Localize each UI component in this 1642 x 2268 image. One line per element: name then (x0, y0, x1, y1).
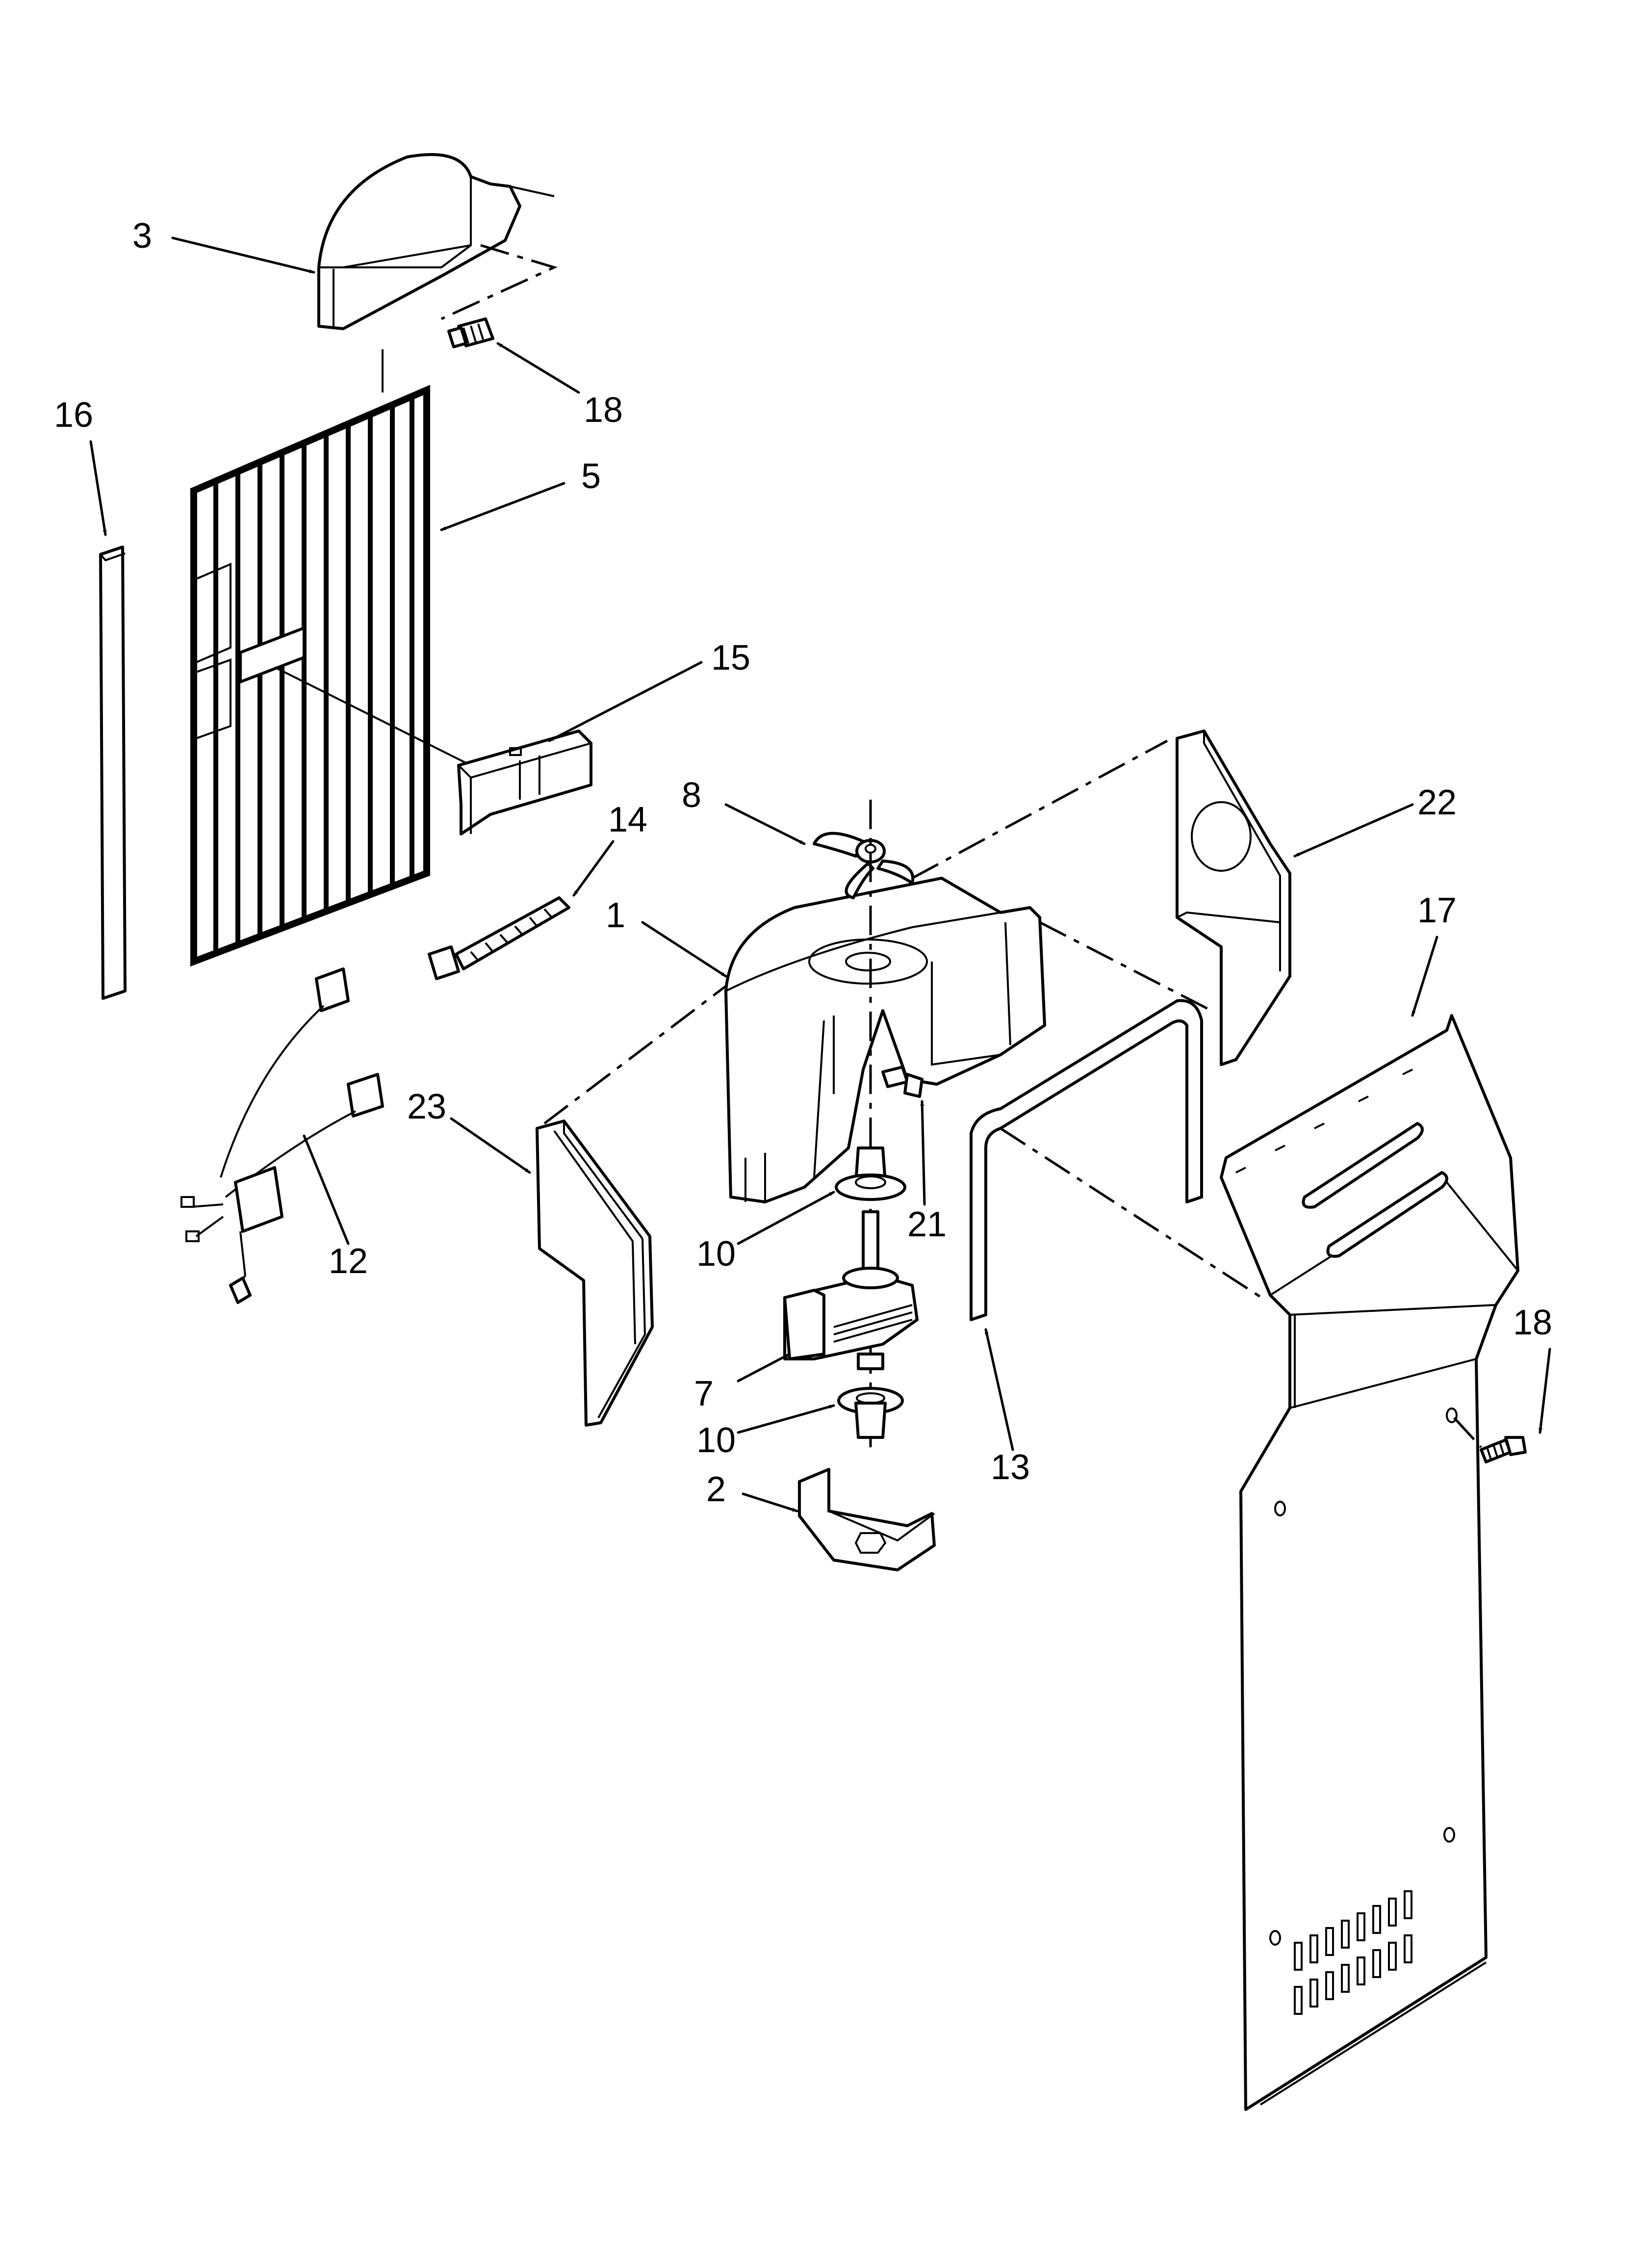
leader-16 (89, 440, 107, 536)
callout-3: 3 (132, 216, 152, 256)
callout-10-lower: 10 (696, 1421, 736, 1460)
leader-22 (1293, 803, 1414, 858)
part-14-cable-tie (428, 896, 570, 980)
callout-2: 2 (706, 1470, 726, 1509)
leader-15 (548, 661, 703, 742)
leader-10-lower (737, 1404, 835, 1434)
callout-14: 14 (608, 800, 647, 839)
callout-17: 17 (1417, 891, 1457, 930)
callout-10-upper: 10 (696, 1234, 736, 1274)
leader-18-top (496, 342, 580, 394)
part-21-screw (881, 1066, 924, 1098)
part-15-bracket (457, 730, 592, 835)
callout-16: 16 (54, 395, 93, 435)
leader-8 (724, 803, 806, 845)
leader-12 (303, 1134, 350, 1245)
part-10-grommet-upper (835, 1147, 906, 1201)
callout-23: 23 (407, 1087, 446, 1126)
callout-18-top: 18 (584, 391, 623, 430)
leader-3 (171, 236, 315, 274)
part-5-grille (190, 349, 471, 967)
part-3-duct-cap (317, 153, 558, 330)
callout-13: 13 (991, 1448, 1030, 1487)
callout-22: 22 (1417, 783, 1457, 822)
leader-23 (450, 1117, 531, 1174)
leader-21 (920, 1100, 926, 1206)
part-10-grommet-lower (837, 1387, 904, 1439)
callout-7: 7 (694, 1374, 714, 1413)
part-12-wire-harness (180, 967, 384, 1304)
callout-1: 1 (606, 896, 625, 935)
leader-5 (440, 482, 565, 531)
part-2-motor-bracket (798, 1468, 936, 1571)
callout-12: 12 (329, 1242, 368, 1281)
part-22-side-cover (1176, 730, 1291, 1066)
leader-2 (742, 1492, 798, 1512)
leader-14 (572, 840, 615, 897)
leader-1 (641, 921, 727, 978)
part-13-u-gasket (970, 999, 1266, 1321)
part-18-screw-top (447, 317, 494, 348)
part-18-screw-right (1453, 1417, 1527, 1463)
part-23-baffle (536, 985, 727, 1427)
leader-13 (984, 1328, 1014, 1451)
leader-18-right (1539, 1348, 1551, 1434)
callout-15: 15 (711, 638, 750, 678)
leader-7 (737, 1353, 791, 1382)
callout-18-right: 18 (1513, 1303, 1552, 1342)
leader-17 (1411, 936, 1438, 1017)
part-7-fan-motor (783, 1210, 919, 1370)
part-1-fan-housing (724, 739, 1212, 1203)
part-16-strip (99, 546, 127, 1000)
callout-5: 5 (581, 457, 601, 496)
callout-8: 8 (682, 776, 701, 815)
leader-10-upper (737, 1191, 835, 1245)
part-17-rear-panel (1220, 1014, 1519, 2111)
callout-21: 21 (907, 1205, 947, 1244)
